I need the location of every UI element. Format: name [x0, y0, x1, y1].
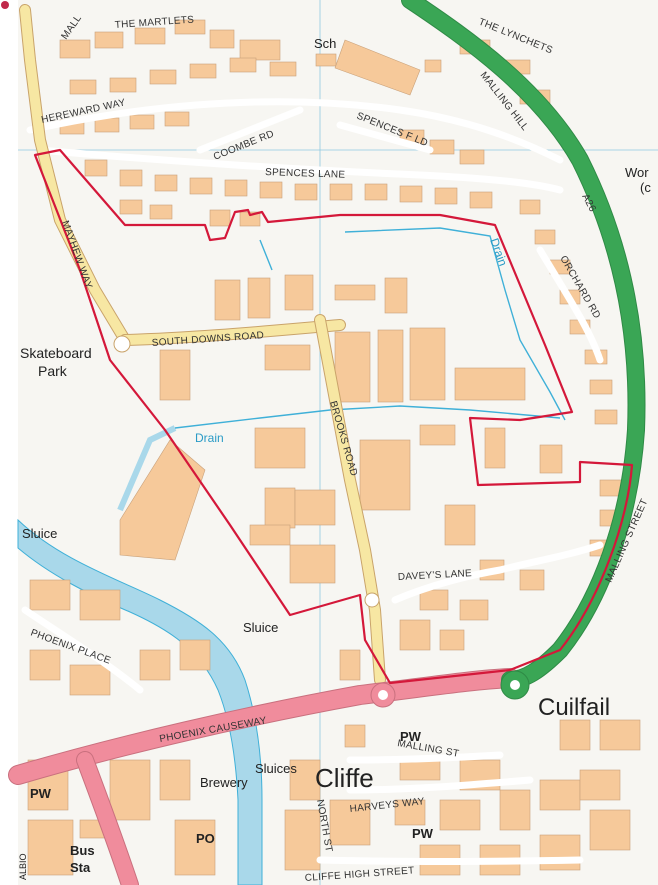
label-albion: ALBIO	[18, 853, 28, 880]
label-sluices: Sluices	[255, 761, 297, 776]
label-brewery: Brewery	[200, 775, 248, 790]
label-sch: Sch	[314, 36, 336, 51]
a-road-pink	[8, 668, 520, 885]
label-drain-1: Drain	[195, 431, 224, 445]
buildings	[27, 19, 641, 876]
place-labels: Sch Wor (c Skateboard Park Sluice Sluice…	[18, 36, 651, 880]
label-skateboard: Skateboard	[20, 345, 92, 361]
b-roads	[19, 4, 386, 686]
label-sluice-left: Sluice	[22, 526, 57, 541]
label-park: Park	[38, 363, 68, 379]
label-cliffe: Cliffe	[315, 763, 374, 793]
marker-dot	[1, 1, 9, 9]
road-daveys: DAVEY'S LANE	[398, 568, 473, 583]
drains	[174, 227, 566, 429]
label-cuilfail: Cuilfail	[538, 694, 610, 721]
site-boundary	[33, 148, 634, 685]
label-sluice-mid: Sluice	[243, 620, 278, 635]
label-pw-2: PW	[30, 786, 52, 801]
label-bus: Bus	[70, 843, 95, 858]
label-po: PO	[196, 831, 215, 846]
minor-roads	[21, 98, 604, 865]
page-margin	[0, 0, 18, 885]
label-pw-3: PW	[412, 826, 434, 841]
grid-lines	[18, 0, 658, 885]
label-wor2: (c	[640, 180, 651, 195]
label-wor: Wor	[625, 165, 649, 180]
road-spences-lane: SPENCES LANE	[265, 167, 346, 181]
label-pw-1: PW	[400, 729, 422, 744]
label-sta: Sta	[70, 860, 91, 875]
